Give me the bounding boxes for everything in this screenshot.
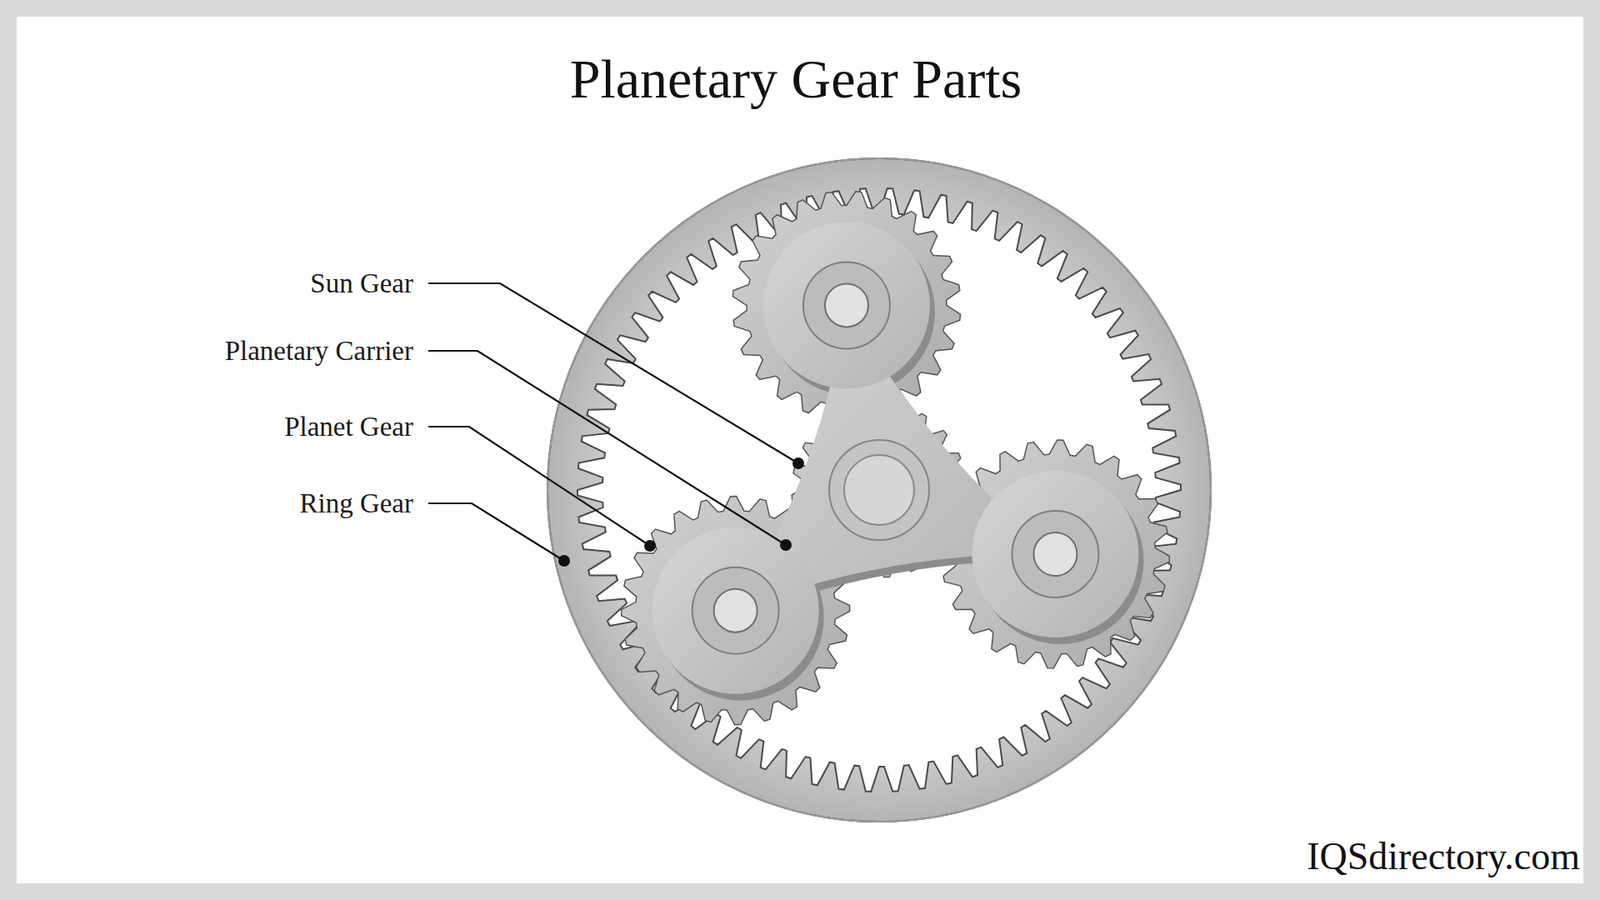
planet-gear <box>940 440 1170 669</box>
leader-line <box>428 503 565 561</box>
center-shaft <box>844 455 915 525</box>
center-hub <box>829 440 930 540</box>
leader-dot <box>558 555 570 567</box>
pin <box>1033 532 1077 576</box>
leader-dot <box>780 539 792 551</box>
pin <box>825 283 869 327</box>
diagram-title: Planetary Gear Parts <box>570 51 1022 107</box>
carrier-group <box>652 221 1145 700</box>
planet-gear <box>732 191 960 420</box>
leader-dot <box>792 457 805 470</box>
planetary-carrier-lobe <box>652 527 820 695</box>
leader-dot <box>644 540 656 552</box>
part-label: Sun Gear <box>310 268 414 299</box>
pin <box>714 589 758 633</box>
page-frame <box>16 16 1584 884</box>
part-label: Ring Gear <box>299 488 414 519</box>
ring-gear-group <box>547 158 1211 822</box>
pin-bearing <box>1011 510 1099 598</box>
ring-rim <box>547 158 1211 822</box>
leader-line <box>428 426 650 546</box>
planetary-carrier-lobe <box>971 470 1139 638</box>
ring-gear <box>547 158 1211 822</box>
planetary-carrier <box>652 221 1140 694</box>
planetary-carrier-lobe <box>763 221 930 389</box>
pin-bearing <box>803 261 890 349</box>
watermark: IQSdirectory.com <box>1306 835 1580 879</box>
pin-group <box>692 261 1100 654</box>
leader-lines <box>428 283 805 567</box>
planet-gear-group <box>621 191 1170 725</box>
part-label: Planetary Carrier <box>225 335 414 366</box>
leader-line <box>428 350 786 545</box>
pin-bearing <box>692 567 780 655</box>
part-label: Planet Gear <box>284 411 414 442</box>
